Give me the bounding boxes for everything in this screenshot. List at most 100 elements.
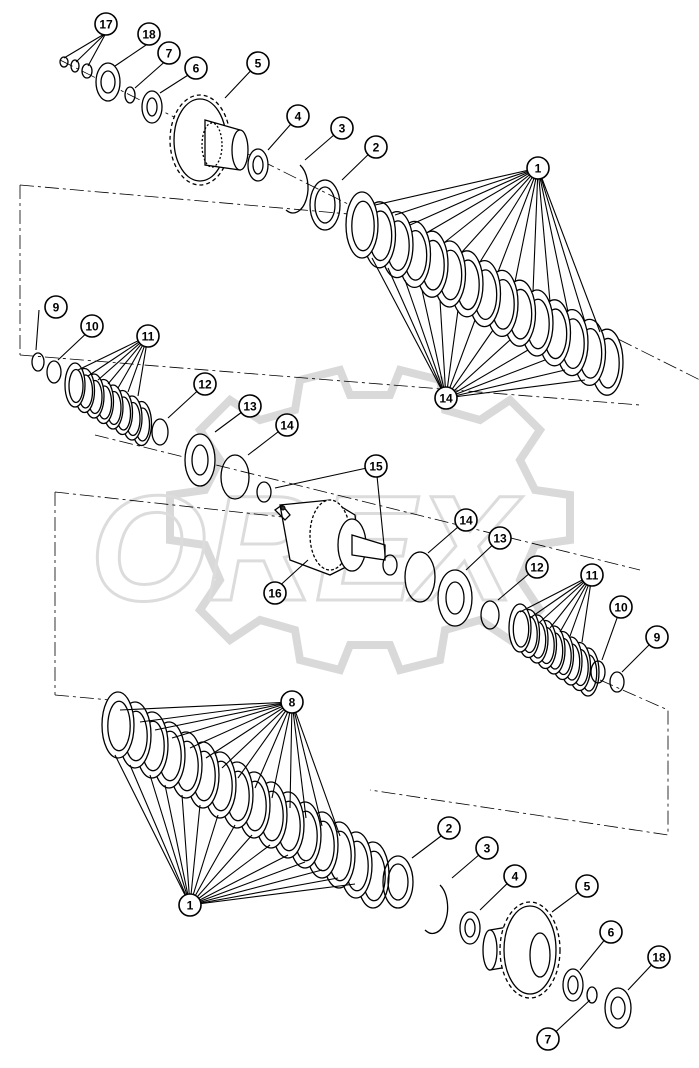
leader-1-top <box>514 167 539 283</box>
callout-number: 9 <box>654 631 661 645</box>
part-13-bearing-right-inner <box>445 581 465 615</box>
leader-1-top <box>537 167 586 323</box>
leader-14-top <box>445 309 459 399</box>
top-assembly <box>59 56 624 396</box>
part-18-bearing-inner <box>100 70 116 94</box>
callout-c18-top: 18 <box>137 22 161 46</box>
leader-14-top <box>445 319 476 399</box>
callout-circle <box>647 945 671 969</box>
callout-number: 9 <box>53 301 60 315</box>
leader-14-top <box>387 267 447 399</box>
callout-circle <box>526 156 550 180</box>
bottom-assembly <box>101 691 632 1029</box>
callout-c2-top: 2 <box>364 135 388 159</box>
callout-circle <box>178 893 202 917</box>
leader-1-top <box>409 167 539 226</box>
leader-8 <box>271 701 293 799</box>
part-10-ring-right <box>590 660 606 684</box>
leader-1-top <box>461 167 539 253</box>
callout-c11-left: 11 <box>136 324 160 348</box>
part-11-plate-stack-left <box>64 362 153 447</box>
leader-1-bottom <box>189 844 271 906</box>
callout-number: 14 <box>280 419 294 433</box>
callout-c13-right: 13 <box>488 526 512 550</box>
leader-14-top <box>445 369 566 399</box>
top-stack-plate-inner <box>351 200 375 252</box>
callout-circle <box>580 563 604 587</box>
part-17-ring-b <box>70 59 80 73</box>
leader-1-top <box>374 167 539 206</box>
part-7-ring-top <box>124 86 136 104</box>
callout-c4-top: 4 <box>286 104 310 128</box>
callout-number: 8 <box>289 696 296 710</box>
leader-11-right <box>529 574 593 619</box>
leader-14-top <box>445 349 529 399</box>
part-13-bearing-left <box>184 433 216 487</box>
leader-8 <box>291 701 323 827</box>
callout-c14-mid: 14 <box>275 413 299 437</box>
callout-c15: 15 <box>364 454 388 478</box>
callout-number: 7 <box>545 1033 552 1047</box>
callout-c1-bottom: 1 <box>178 893 202 917</box>
leader-1-bottom <box>164 784 191 906</box>
callout-number: 12 <box>530 561 544 575</box>
part-12-ring-left <box>151 418 169 446</box>
part-2-washer-bottom-inner <box>387 863 409 901</box>
axis-line-bottom-left <box>54 694 111 701</box>
leader-1-bottom <box>114 754 191 906</box>
callout-number: 16 <box>268 587 282 601</box>
leader-1-bottom <box>181 794 191 906</box>
callout-c11-right: 11 <box>580 563 604 587</box>
leader-15 <box>274 465 386 556</box>
callout-number: 10 <box>614 601 628 615</box>
bottom-stack-plate-inner <box>107 700 131 752</box>
part-18-bearing-outer <box>95 62 121 102</box>
callout-circle <box>437 816 461 840</box>
part-10-ring-left <box>46 360 62 384</box>
callout-circle <box>193 372 217 396</box>
leader-1-top <box>537 167 601 333</box>
callout-number: 13 <box>493 532 507 546</box>
leader-11-left <box>87 335 149 377</box>
part-2-washer-top <box>309 179 341 231</box>
leader-1-bottom <box>189 869 323 906</box>
callout-number: 7 <box>166 47 173 61</box>
leader-14-top <box>445 379 586 399</box>
callout-circle <box>525 555 549 579</box>
callout-c13-left: 13 <box>238 394 262 418</box>
watermark-gear <box>166 365 574 675</box>
part-16-hub <box>273 499 386 576</box>
leader-1-bottom <box>189 804 201 906</box>
callout-c12-right: 12 <box>525 555 549 579</box>
callout-circle <box>157 41 181 65</box>
leader-8 <box>154 701 293 731</box>
leader-8 <box>171 701 293 739</box>
part-3-snap-ring-bottom <box>424 884 449 935</box>
leader-14-top <box>445 329 494 399</box>
callout-circle <box>44 295 68 319</box>
leader-14-top <box>421 289 447 399</box>
callout-number: 3 <box>484 842 491 856</box>
leader-11-left <box>77 335 149 371</box>
callout-number: 15 <box>369 460 383 474</box>
leader-14-top <box>371 257 447 399</box>
part-2-washer-bottom <box>382 855 414 909</box>
part-14-seal-ring-right <box>404 551 436 603</box>
callout-circle <box>263 581 287 605</box>
leader-8 <box>289 701 293 809</box>
callout-circle <box>575 874 599 898</box>
callout-number: 4 <box>512 870 519 884</box>
callout-circle <box>475 836 499 860</box>
part-9-ring-right <box>609 671 625 693</box>
callout-number: 12 <box>198 378 212 392</box>
callout-number: 10 <box>85 320 99 334</box>
callout-number: 1 <box>535 162 542 176</box>
callout-number: 4 <box>295 110 302 124</box>
part-7-ring-bottom <box>586 986 598 1004</box>
part-6-bearing-top <box>141 90 163 124</box>
callout-circle <box>536 1027 560 1051</box>
callout-circle <box>80 314 104 338</box>
part-12-ring-right <box>480 600 500 630</box>
callout-number: 11 <box>586 569 599 583</box>
